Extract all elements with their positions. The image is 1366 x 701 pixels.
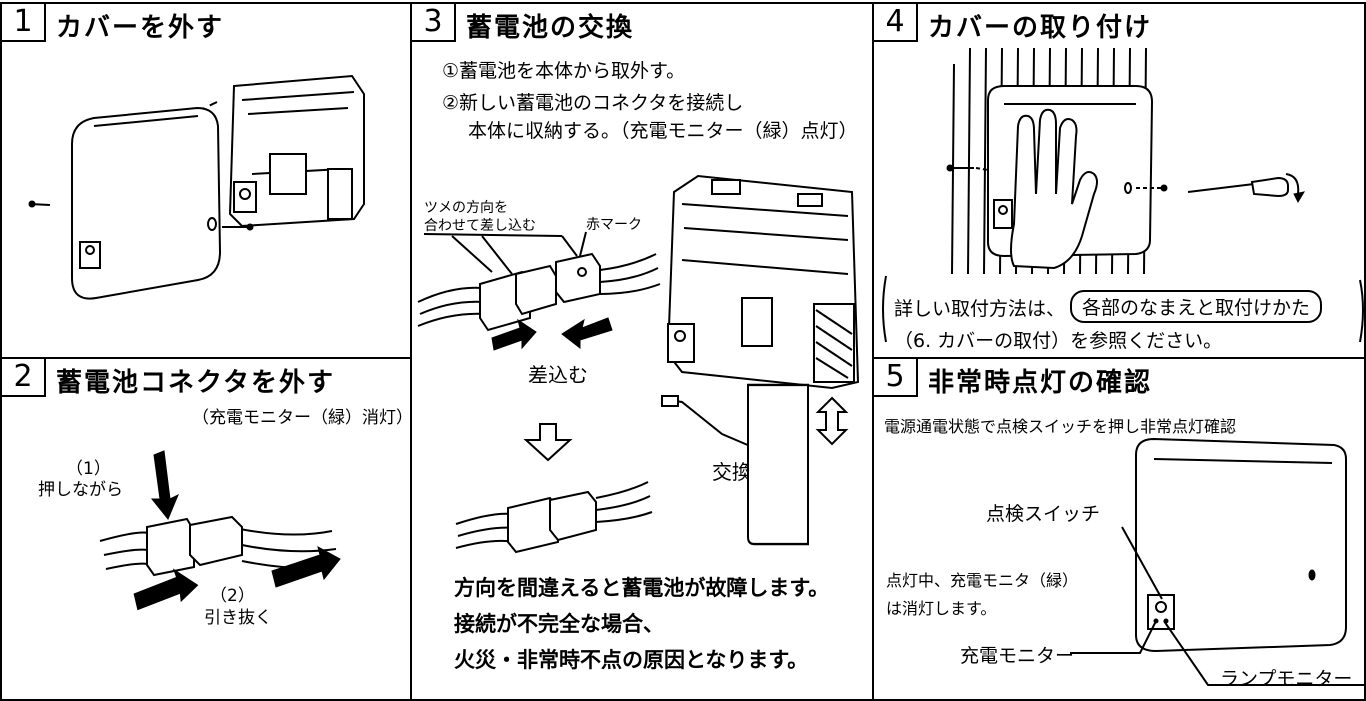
step-number: 1 (2, 4, 46, 42)
pull-label: 引き抜く (204, 608, 272, 628)
battery-replacement-illustration (417, 174, 860, 554)
panel-replace-battery: 3 蓄電池の交換 ①蓄電池を本体から取外す。 ②新しい蓄電池のコネクタを接続し … (410, 2, 874, 701)
warning-line-2: 接続が不完全な場合、 (454, 612, 664, 636)
step-title: 蓄電池の交換 (466, 13, 635, 43)
switch-label: 点検スイッチ (986, 503, 1101, 525)
pull-number: （2） (210, 586, 255, 606)
cover-attach-illustration (882, 47, 1364, 343)
step-title: 蓄電池コネクタを外す (56, 368, 335, 398)
connector-disconnect-illustration (99, 450, 341, 611)
warning-line-3: 火災・非常時不点の原因となります。 (454, 648, 809, 672)
red-mark-label: 赤マーク (586, 217, 642, 233)
instruction: 電源通電状態で点検スイッチを押し非常点灯確認 (884, 417, 1237, 436)
lit-note-line1: 点灯中、充電モニタ（緑） (886, 571, 1079, 590)
warning-line-1: 方向を間違えると蓄電池が故障します。 (454, 576, 830, 600)
reference-note-line2: （6. カバーの取付）を参照ください。 (894, 330, 1223, 352)
step-2: ②新しい蓄電池のコネクタを接続し (442, 92, 744, 114)
push-number: （1） (66, 459, 111, 479)
step-number: 5 (874, 359, 918, 397)
insert-label: 差込む (528, 363, 588, 387)
push-label: 押しながら (38, 480, 123, 500)
step-1: ①蓄電池を本体から取外す。 (442, 60, 686, 82)
step-title: カバーの取り付け (928, 13, 1153, 43)
step-number: 4 (874, 4, 918, 42)
tab-note-line1: ツメの方向を (424, 200, 508, 216)
step-number: 3 (412, 4, 456, 42)
panel-emergency-check: 5 非常時点灯の確認 電源通電状態で点検スイッチを押し非常点灯確認 点検スイッチ… (872, 357, 1366, 701)
panel-attach-cover: 4 カバーの取り付け 詳しい取付方法は、 各部のなまえと取付けかた （6. カバ… (872, 2, 1366, 359)
step-2-cont: 本体に収納する。（充電モニター（緑）点灯） (468, 120, 858, 142)
panel-remove-cover: 1 カバーを外す (0, 2, 412, 359)
lit-note-line2: は消灯します。 (886, 599, 997, 618)
step-title: カバーを外す (56, 13, 225, 43)
reference-link[interactable]: 各部のなまえと取付けかた (1070, 290, 1323, 323)
charge-monitor-label: 充電モニター (960, 645, 1075, 667)
cover-removal-illustration (28, 74, 365, 300)
subtitle: （充電モニター（緑）消灯） (192, 408, 412, 428)
step-title: 非常時点灯の確認 (928, 368, 1153, 398)
panel-disconnect-battery: 2 蓄電池コネクタを外す （充電モニター（緑）消灯） （1） 押しながら （2）… (0, 357, 412, 701)
reference-note-line1: 詳しい取付方法は、 (894, 298, 1066, 320)
emergency-check-illustration (1070, 437, 1364, 686)
step-number: 2 (2, 359, 46, 397)
replace-label: 交換 (712, 460, 752, 484)
tab-note-line2: 合わせて差し込む (424, 218, 536, 234)
